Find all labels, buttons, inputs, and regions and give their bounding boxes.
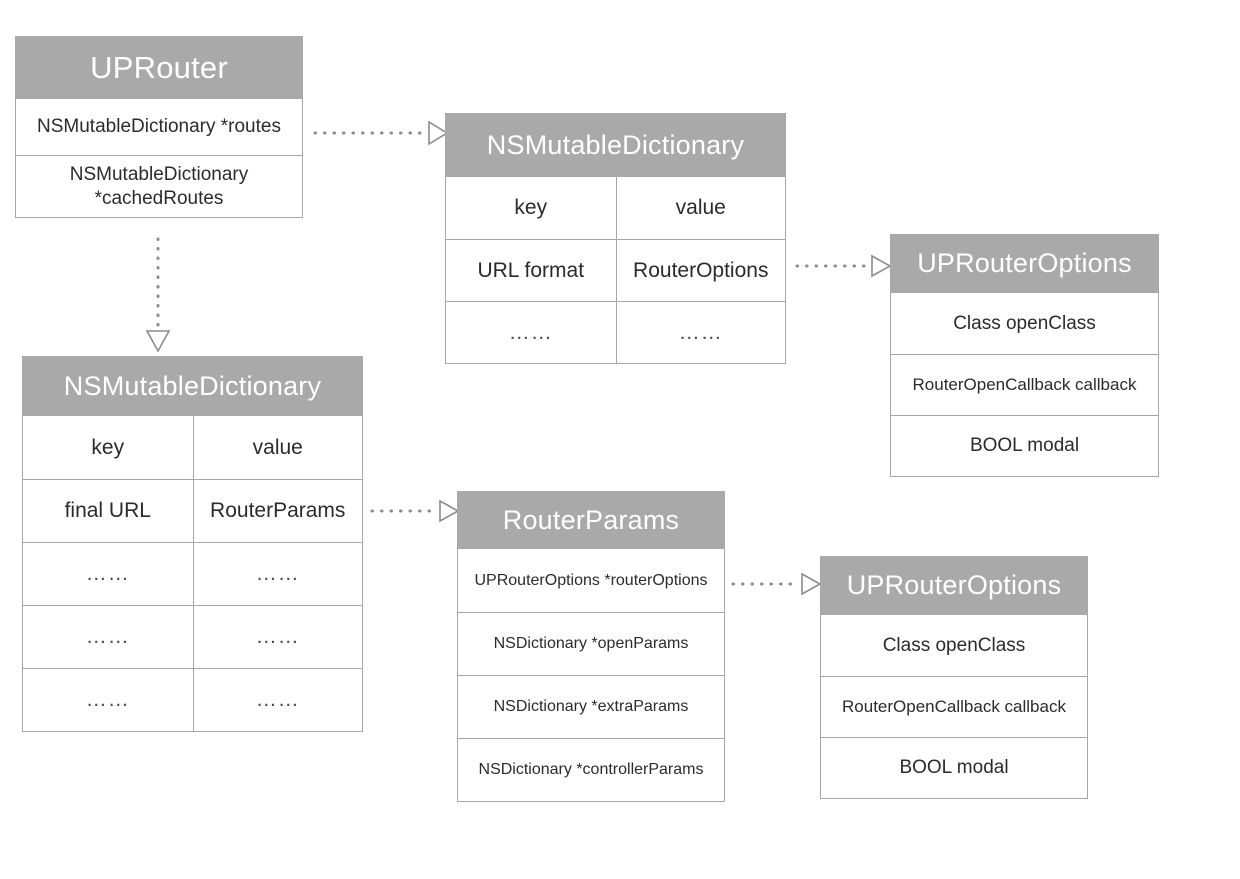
cell-value: RouterParams bbox=[192, 480, 363, 542]
table-row: key value bbox=[23, 416, 362, 479]
attribute-row: BOOL modal bbox=[821, 737, 1087, 798]
class-rows-uprouteroptions-top: Class openClass RouterOpenCallback callb… bbox=[890, 293, 1159, 477]
class-box-uprouteroptions-top[interactable]: UPRouterOptions Class openClass RouterOp… bbox=[890, 234, 1159, 477]
cell-value-ellipsis: …… bbox=[192, 606, 363, 668]
class-title-uprouteroptions: UPRouterOptions bbox=[820, 556, 1088, 615]
attribute-row: UPRouterOptions *routerOptions bbox=[474, 571, 708, 589]
cell-key: URL format bbox=[477, 258, 585, 282]
attribute-row: NSMutableDictionary *routes bbox=[37, 116, 281, 138]
attribute-row: BOOL modal bbox=[891, 415, 1158, 476]
cell-key-ellipsis: …… bbox=[85, 688, 130, 712]
cell-key: final URL bbox=[64, 499, 151, 523]
table-row: URL format RouterOptions bbox=[446, 239, 785, 301]
class-title-routerparams: RouterParams bbox=[457, 491, 725, 549]
attribute-row: RouterOpenCallback callback bbox=[891, 354, 1158, 415]
attribute-row: Class openClass bbox=[953, 312, 1096, 334]
cell-value: RouterOptions bbox=[615, 240, 786, 301]
class-rows-uprouter: NSMutableDictionary *routes NSMutableDic… bbox=[15, 99, 303, 218]
connector-routerparams-to-uprouteroptions bbox=[731, 572, 822, 596]
connector-uprouter-cachedroutes-to-dict-cached bbox=[145, 237, 171, 353]
cell-value-ellipsis: …… bbox=[615, 302, 786, 363]
class-box-routerparams[interactable]: RouterParams UPRouterOptions *routerOpti… bbox=[457, 491, 725, 802]
cell-key-ellipsis: …… bbox=[508, 320, 553, 344]
cell-value-ellipsis: …… bbox=[192, 543, 363, 605]
attribute-row: NSDictionary *extraParams bbox=[458, 675, 724, 738]
class-title-uprouteroptions: UPRouterOptions bbox=[890, 234, 1159, 293]
connector-dict-cached-to-routerparams bbox=[370, 499, 460, 523]
class-rows-routerparams: UPRouterOptions *routerOptions NSDiction… bbox=[457, 549, 725, 802]
cell-key: key bbox=[514, 196, 548, 220]
class-box-dictionary-routes[interactable]: NSMutableDictionary key value URL format… bbox=[445, 113, 786, 364]
table-row: …… …… bbox=[446, 301, 785, 363]
class-rows-uprouteroptions-bottom: Class openClass RouterOpenCallback callb… bbox=[820, 615, 1088, 799]
attribute-row: Class openClass bbox=[882, 634, 1026, 656]
table-row: …… …… bbox=[23, 542, 362, 605]
table-row: …… …… bbox=[23, 605, 362, 668]
cell-value-ellipsis: …… bbox=[192, 669, 363, 731]
class-rows-dictionary-routes: key value URL format RouterOptions …… …… bbox=[445, 177, 786, 364]
class-rows-dictionary-cached: key value final URL RouterParams …… …… …… bbox=[22, 416, 363, 732]
table-row: …… …… bbox=[23, 668, 362, 731]
cell-key-ellipsis: …… bbox=[85, 625, 130, 649]
table-row: key value bbox=[446, 177, 785, 239]
connector-dict-routes-to-uprouteroptions bbox=[795, 254, 892, 278]
attribute-row: NSDictionary *openParams bbox=[458, 612, 724, 675]
attribute-row: NSDictionary *controllerParams bbox=[458, 738, 724, 801]
class-title-uprouter: UPRouter bbox=[15, 36, 303, 99]
class-title-nsmutabledictionary: NSMutableDictionary bbox=[445, 113, 786, 177]
cell-key-ellipsis: …… bbox=[85, 562, 130, 586]
cell-key: key bbox=[91, 435, 125, 459]
attribute-row: RouterOpenCallback callback bbox=[821, 676, 1087, 737]
class-box-uprouter[interactable]: UPRouter NSMutableDictionary *routes NSM… bbox=[15, 36, 303, 218]
connector-uprouter-routes-to-dict-routes bbox=[313, 120, 449, 146]
cell-value: value bbox=[615, 177, 786, 239]
class-box-dictionary-cached[interactable]: NSMutableDictionary key value final URL … bbox=[22, 356, 363, 732]
class-box-uprouteroptions-bottom[interactable]: UPRouterOptions Class openClass RouterOp… bbox=[820, 556, 1088, 799]
attribute-row: NSMutableDictionary *cachedRoutes bbox=[16, 155, 302, 217]
cell-value: value bbox=[192, 416, 363, 479]
table-row: final URL RouterParams bbox=[23, 479, 362, 542]
class-title-nsmutabledictionary: NSMutableDictionary bbox=[22, 356, 363, 416]
